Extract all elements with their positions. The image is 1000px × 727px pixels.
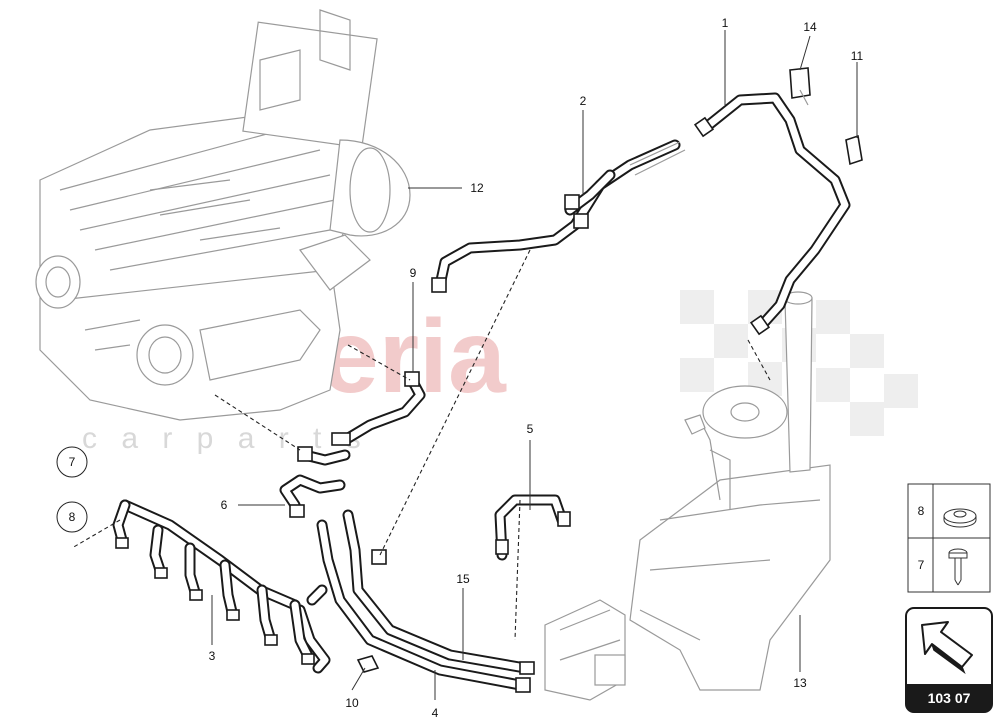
- callout-5: 5: [527, 422, 534, 436]
- fastener-legend: 8 7: [907, 483, 991, 593]
- page-reference: 103 07: [905, 607, 993, 713]
- legend-item-washer-label: 8: [918, 504, 925, 518]
- hose-part-5: [494, 494, 571, 561]
- connection-lines: [71, 249, 771, 641]
- washer-icon: [943, 508, 977, 528]
- callout-6: 6: [221, 498, 228, 512]
- callout-labels: 1 2 3 4 5 6 9 10 11 12 13 14 15: [209, 16, 864, 720]
- control-valve: [544, 599, 626, 701]
- callout-12: 12: [470, 181, 484, 195]
- callout-15: 15: [456, 572, 470, 586]
- clip-part-10: [356, 655, 380, 673]
- hose-part-9: [331, 371, 426, 446]
- hose-part-6: [279, 446, 351, 518]
- circled-callout-7: 7: [56, 446, 88, 478]
- clip-part-11: [845, 134, 863, 166]
- clip-part-14: [789, 67, 811, 106]
- hose-part-1: [693, 92, 851, 336]
- callout-8: 8: [69, 510, 76, 524]
- hose-part-2: [431, 139, 686, 293]
- callout-9: 9: [410, 266, 417, 280]
- callout-7: 7: [69, 455, 76, 469]
- callout-4: 4: [432, 706, 439, 720]
- watermark-tagline: c a r p a r t s: [82, 422, 369, 455]
- callout-1: 1: [722, 16, 729, 30]
- callout-2: 2: [580, 94, 587, 108]
- leader-lines: [211, 30, 858, 700]
- callout-11: 11: [851, 49, 864, 63]
- legend-item-screw-label: 7: [918, 558, 925, 572]
- engine-assembly: [35, 9, 411, 421]
- callout-13: 13: [793, 676, 807, 690]
- callout-3: 3: [209, 649, 216, 663]
- callout-10: 10: [345, 696, 359, 710]
- arrow-icon: [921, 621, 973, 675]
- screw-icon: [948, 548, 968, 586]
- hose-part-4: [294, 584, 331, 674]
- harness-part-3: [112, 499, 315, 665]
- expansion-tank: [629, 291, 831, 691]
- circled-callout-8: 8: [56, 501, 88, 533]
- page-reference-code: 103 07: [928, 690, 971, 706]
- callout-14: 14: [803, 20, 817, 34]
